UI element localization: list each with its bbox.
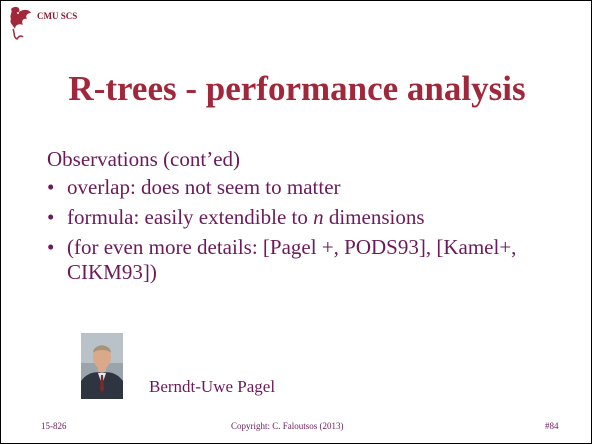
bullet-icon: • <box>47 205 55 229</box>
bullet-list: • overlap: does not seem to matter • for… <box>47 175 567 290</box>
org-label: CMU SCS <box>37 11 78 21</box>
bullet-item: • (for even more details: [Pagel +, PODS… <box>47 235 567 285</box>
dragon-logo-icon <box>10 6 31 40</box>
bullet-item: • formula: easily extendible to n dimens… <box>47 205 567 230</box>
footer-copyright: Copyright: C. Faloutsos (2013) <box>231 421 344 431</box>
portrait-photo-icon <box>81 333 123 399</box>
bullet-text: overlap: does not seem to matter <box>67 175 341 199</box>
footer-course-number: 15-826 <box>41 421 67 431</box>
bullet-text: formula: easily extendible to <box>67 205 314 229</box>
person-name: Berndt-Uwe Pagel <box>149 377 276 396</box>
bullet-text: (for even more details: [Pagel +, PODS93… <box>67 235 517 284</box>
bullet-icon: • <box>47 235 55 259</box>
slide-title: R-trees - performance analysis <box>68 69 526 108</box>
bullet-emphasis: n <box>313 205 324 229</box>
bullet-icon: • <box>47 175 55 199</box>
bullet-item: • overlap: does not seem to matter <box>47 175 567 200</box>
footer-slide-number: #84 <box>545 421 559 431</box>
bullet-text-tail: dimensions <box>323 205 425 229</box>
subheading: Observations (cont’ed) <box>47 147 241 171</box>
